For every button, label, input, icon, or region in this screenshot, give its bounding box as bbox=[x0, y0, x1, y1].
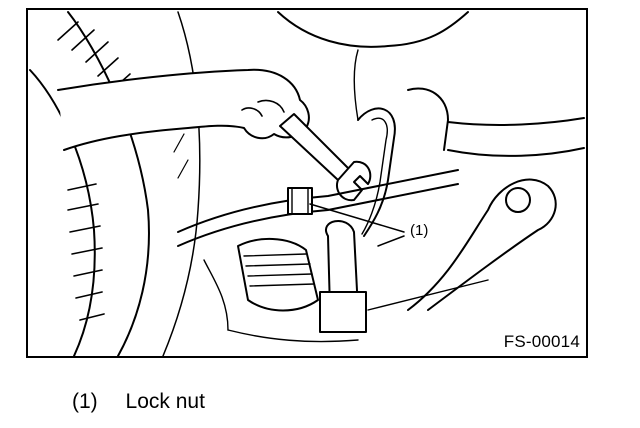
wrench-icon bbox=[279, 113, 372, 202]
lock-nut-icon bbox=[287, 187, 313, 215]
legend-item-number: (1) bbox=[72, 390, 98, 413]
legend-item-name: Lock nut bbox=[125, 390, 205, 413]
figure-frame: (1) FS-00014 bbox=[26, 8, 588, 358]
hand-icon bbox=[57, 68, 310, 151]
suspension-illustration bbox=[29, 11, 585, 356]
tire-icon bbox=[29, 11, 201, 356]
legend: (1) Lock nut bbox=[72, 390, 205, 414]
figure-id-code: FS-00014 bbox=[503, 332, 580, 351]
callout-label-1: (1) bbox=[410, 222, 429, 239]
